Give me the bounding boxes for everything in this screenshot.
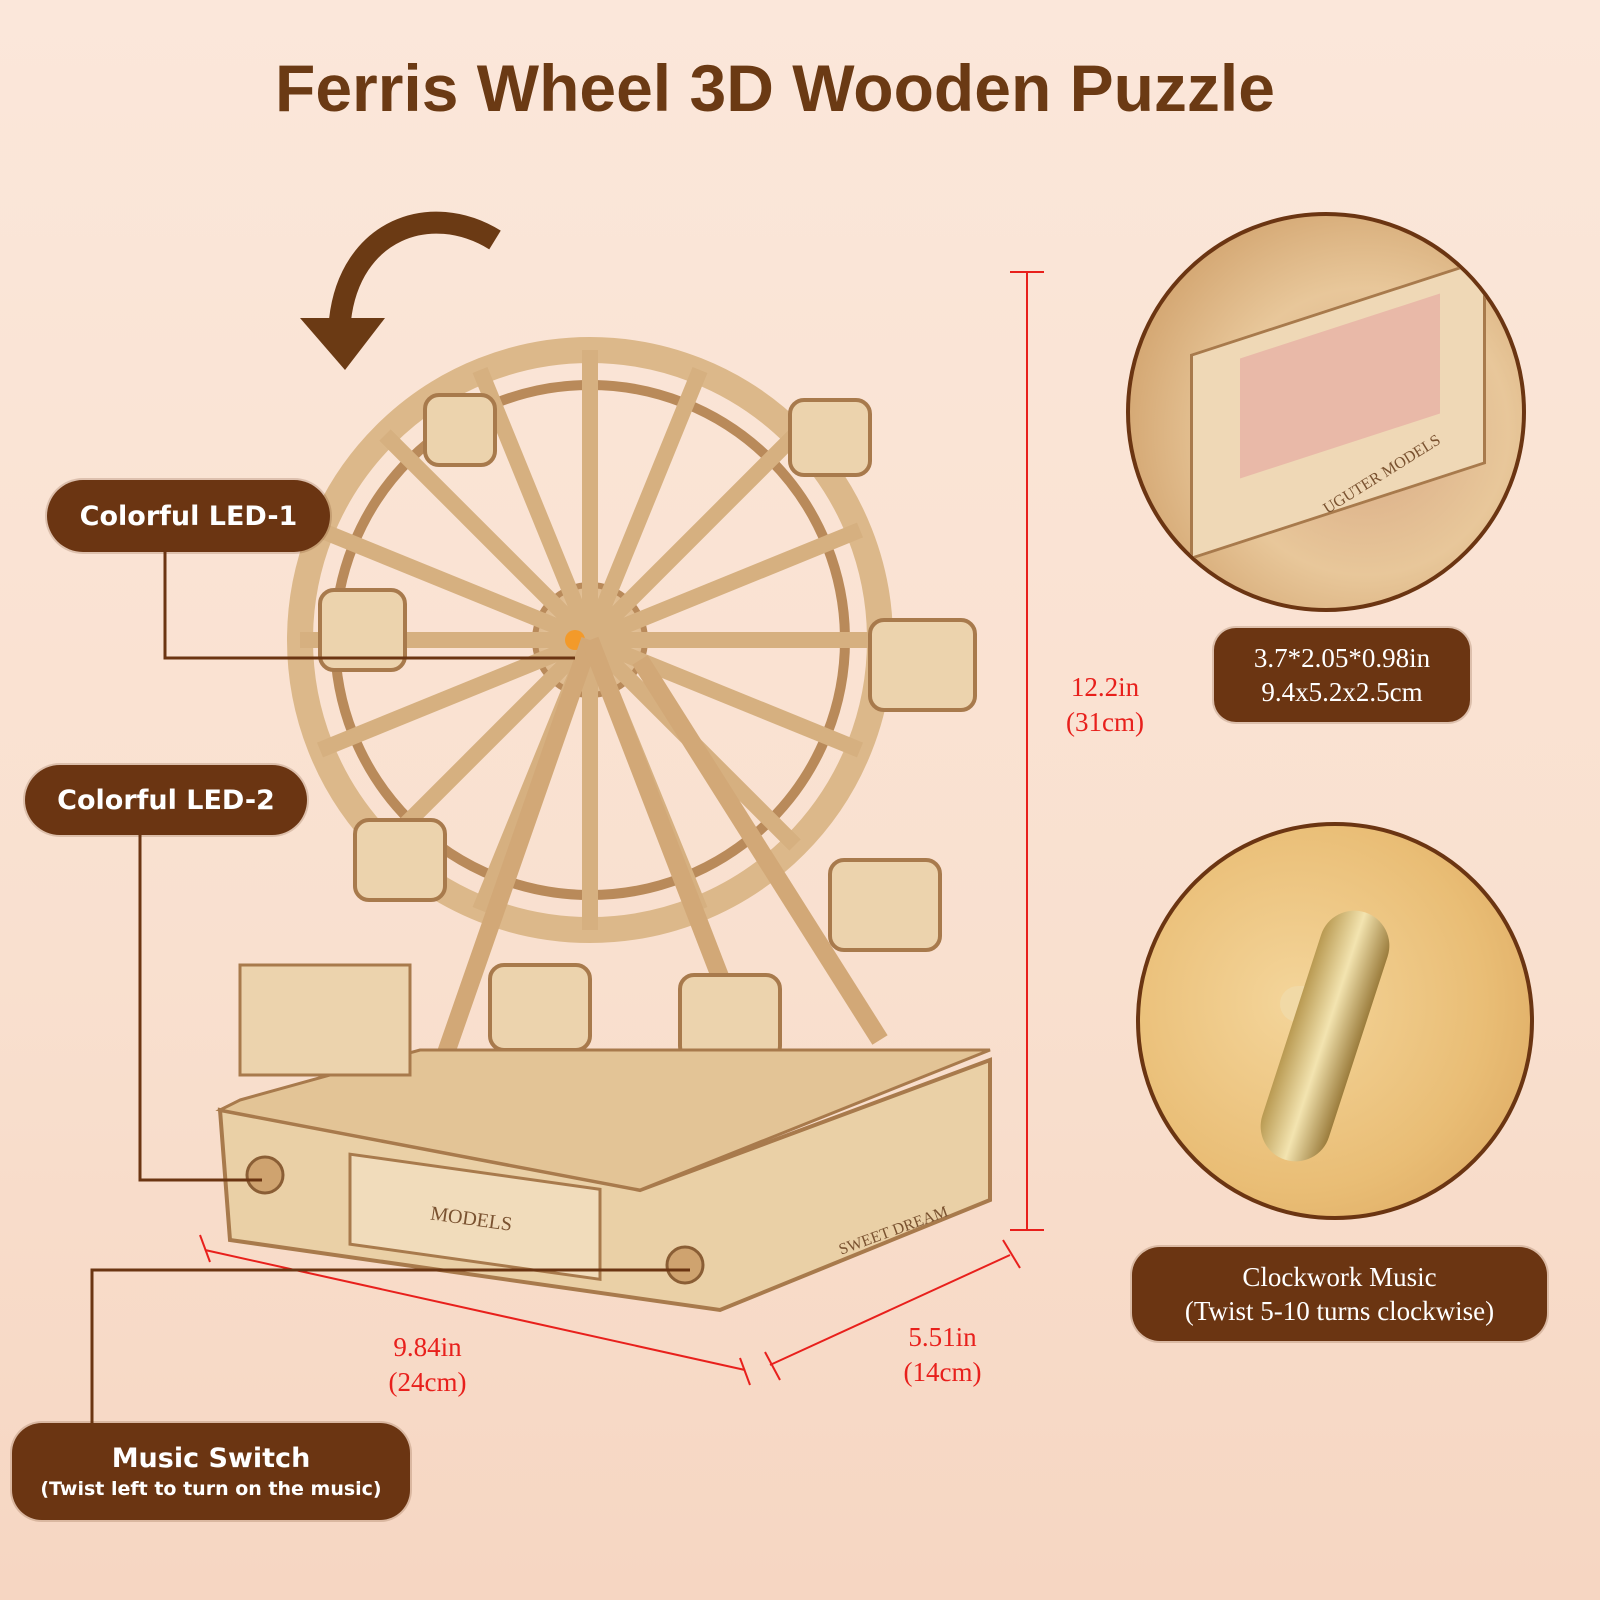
callout-label: Colorful LED-1 xyxy=(79,500,298,532)
clockwork-key-photo xyxy=(1136,822,1534,1220)
drawer-detail-photo: UGUTER MODELS xyxy=(1126,212,1526,612)
depth-metric: (14cm) xyxy=(903,1357,982,1387)
drawer-size-metric: 9.4x5.2x2.5cm xyxy=(1261,677,1423,707)
height-dimension: 12.2in (31cm) xyxy=(1040,670,1170,740)
gondolas xyxy=(318,393,977,1062)
callout-colorful-led-2: Colorful LED-2 xyxy=(25,765,307,835)
depth-imperial: 5.51in xyxy=(908,1322,977,1352)
callout-label: Colorful LED-2 xyxy=(57,784,275,816)
front-nameplate xyxy=(348,1152,602,1282)
rotate-arrow-icon xyxy=(329,211,501,322)
width-metric: (24cm) xyxy=(388,1367,467,1397)
width-dimension: 9.84in (24cm) xyxy=(360,1330,495,1400)
kiosk xyxy=(238,963,412,1077)
callout-drawer-size: 3.7*2.05*0.98in 9.4x5.2x2.5cm xyxy=(1214,628,1470,722)
width-imperial: 9.84in xyxy=(393,1332,462,1362)
page-title: Ferris Wheel 3D Wooden Puzzle xyxy=(275,51,1275,125)
depth-dimension: 5.51in (14cm) xyxy=(875,1320,1010,1390)
callout-note: (Twist 5-10 turns clockwise) xyxy=(1184,1296,1495,1326)
callout-note: (Twist left to turn on the music) xyxy=(40,1478,382,1500)
callout-music-switch: Music Switch (Twist left to turn on the … xyxy=(12,1423,410,1520)
connector-lines xyxy=(90,552,690,1423)
callout-colorful-led-1: Colorful LED-1 xyxy=(47,480,330,552)
rotate-arrow-head-icon xyxy=(300,318,385,370)
height-imperial: 12.2in xyxy=(1070,672,1140,702)
led-switch-knob[interactable] xyxy=(245,1155,285,1195)
callout-title: Clockwork Music xyxy=(1242,1262,1437,1292)
height-metric: (31cm) xyxy=(1066,707,1144,737)
clockwork-key-icon xyxy=(1251,901,1399,1171)
callout-title: Music Switch xyxy=(111,1443,311,1474)
drawer-size-imperial: 3.7*2.05*0.98in xyxy=(1253,643,1431,673)
music-switch-knob[interactable] xyxy=(665,1245,705,1285)
callout-clockwork-music: Clockwork Music (Twist 5-10 turns clockw… xyxy=(1132,1247,1547,1341)
